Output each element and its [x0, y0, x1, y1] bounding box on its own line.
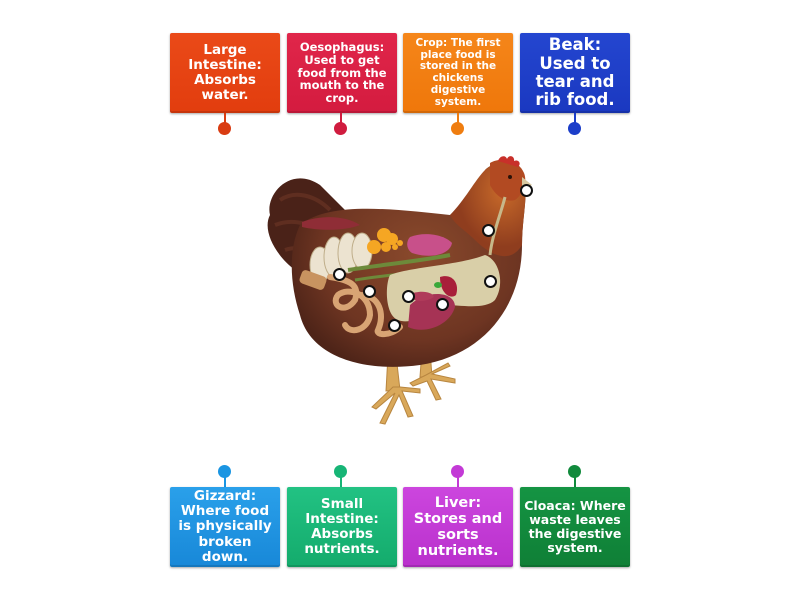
- pin-stem: [224, 475, 226, 487]
- hotspot-small-intestine[interactable]: [363, 285, 376, 298]
- label-card-large-intestine[interactable]: Large Intestine: Absorbs water.: [170, 33, 280, 113]
- intestine-loops: [327, 274, 403, 338]
- hotspot-beak[interactable]: [520, 184, 533, 197]
- head: [490, 159, 526, 201]
- crop-organ: [407, 234, 452, 256]
- gallbladder: [434, 282, 442, 288]
- comb: [498, 156, 520, 167]
- small-intestine-coils: [309, 232, 373, 284]
- hotspot-oesophagus[interactable]: [482, 224, 495, 237]
- pin-head: [568, 122, 581, 135]
- pin-head: [218, 465, 231, 478]
- pin-stem: [457, 475, 459, 487]
- pin-stem: [574, 113, 576, 125]
- hotspot-crop[interactable]: [484, 275, 497, 288]
- pin-stem: [224, 113, 226, 125]
- pin-liver[interactable]: [451, 465, 465, 487]
- pin-stem: [457, 113, 459, 125]
- pin-small-intestine[interactable]: [334, 465, 348, 487]
- liver-organ: [440, 276, 458, 297]
- label-text: Oesophagus: Used to get food from the mo…: [297, 39, 387, 106]
- label-text: Small Intestine: Absorbs nutrients.: [304, 495, 380, 558]
- label-text: Gizzard: Where food is physically broken…: [178, 488, 272, 565]
- hotspot-liver[interactable]: [436, 298, 449, 311]
- pin-large-intestine[interactable]: [218, 113, 232, 135]
- label-text: Beak: Used to tear and rib food.: [535, 35, 615, 110]
- pin-oesophagus[interactable]: [334, 113, 348, 135]
- pin-crop[interactable]: [451, 113, 465, 135]
- hotspot-gizzard[interactable]: [402, 290, 415, 303]
- label-card-beak[interactable]: Beak: Used to tear and rib food.: [520, 33, 630, 113]
- hotspot-large-intestine[interactable]: [333, 268, 346, 281]
- pin-head: [451, 122, 464, 135]
- pin-gizzard[interactable]: [218, 465, 232, 487]
- label-card-crop[interactable]: Crop: The first place food is stored in …: [403, 33, 513, 113]
- pin-beak[interactable]: [568, 113, 582, 135]
- label-card-gizzard[interactable]: Gizzard: Where food is physically broken…: [170, 487, 280, 567]
- large-intestine-organ: [302, 217, 360, 230]
- label-text: Large Intestine: Absorbs water.: [188, 41, 262, 104]
- chicken-illustration: [267, 156, 532, 425]
- pin-stem: [340, 475, 342, 487]
- label-card-cloaca[interactable]: Cloaca: Where waste leaves the digestive…: [520, 487, 630, 567]
- label-card-liver[interactable]: Liver: Stores and sorts nutrients.: [403, 487, 513, 567]
- label-text: Cloaca: Where waste leaves the digestive…: [524, 498, 626, 555]
- pin-stem: [340, 113, 342, 125]
- pin-head: [334, 122, 347, 135]
- pin-head: [218, 122, 231, 135]
- label-text: Crop: The first place food is stored in …: [415, 36, 501, 108]
- pin-cloaca[interactable]: [568, 465, 582, 487]
- ovary: [367, 228, 403, 254]
- hotspot-cloaca[interactable]: [388, 319, 401, 332]
- pin-stem: [574, 475, 576, 487]
- pin-head: [568, 465, 581, 478]
- label-card-oesophagus[interactable]: Oesophagus: Used to get food from the mo…: [287, 33, 397, 113]
- label-text: Liver: Stores and sorts nutrients.: [413, 494, 503, 560]
- label-card-small-intestine[interactable]: Small Intestine: Absorbs nutrients.: [287, 487, 397, 567]
- pin-head: [451, 465, 464, 478]
- pin-head: [334, 465, 347, 478]
